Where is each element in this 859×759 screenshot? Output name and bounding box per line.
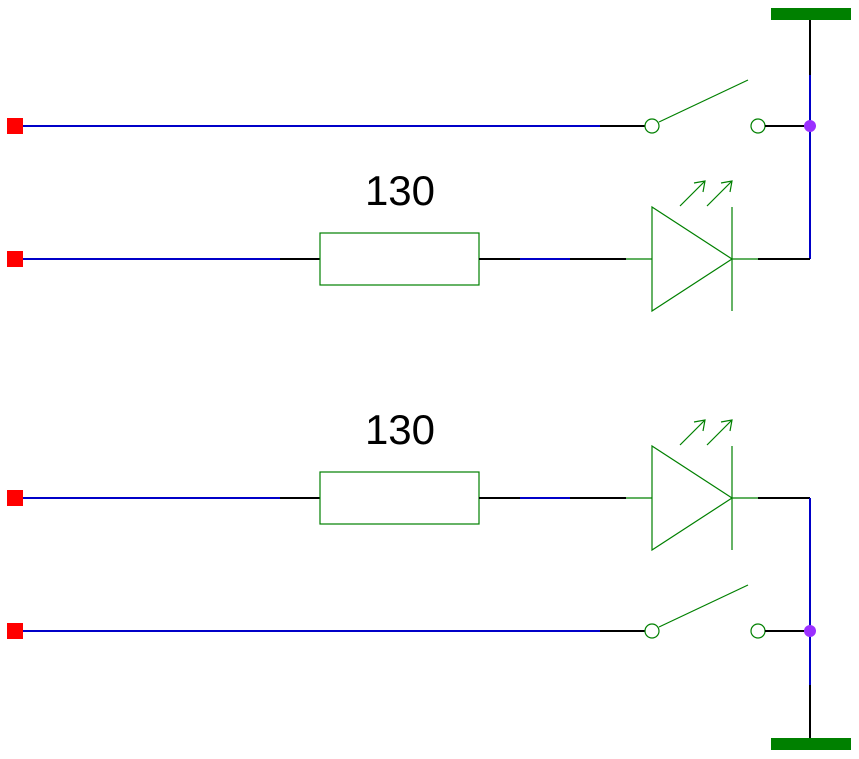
bottom-ground-rail [771, 738, 851, 750]
led-1[interactable] [626, 180, 758, 313]
resistor-2-label: 130 [365, 406, 435, 453]
terminal-1[interactable] [7, 118, 23, 134]
resistor-2[interactable] [319, 471, 480, 525]
terminal-3[interactable] [7, 490, 23, 506]
top-power-rail [771, 8, 851, 20]
led-2[interactable] [626, 419, 758, 552]
resistor-1[interactable] [319, 232, 480, 286]
terminal-4[interactable] [7, 623, 23, 639]
resistor-1-label: 130 [365, 167, 435, 214]
terminal-2[interactable] [7, 251, 23, 267]
switch-2[interactable] [644, 584, 766, 639]
switch-1[interactable] [644, 79, 766, 134]
junction-bottom [804, 625, 816, 637]
junction-top [804, 120, 816, 132]
